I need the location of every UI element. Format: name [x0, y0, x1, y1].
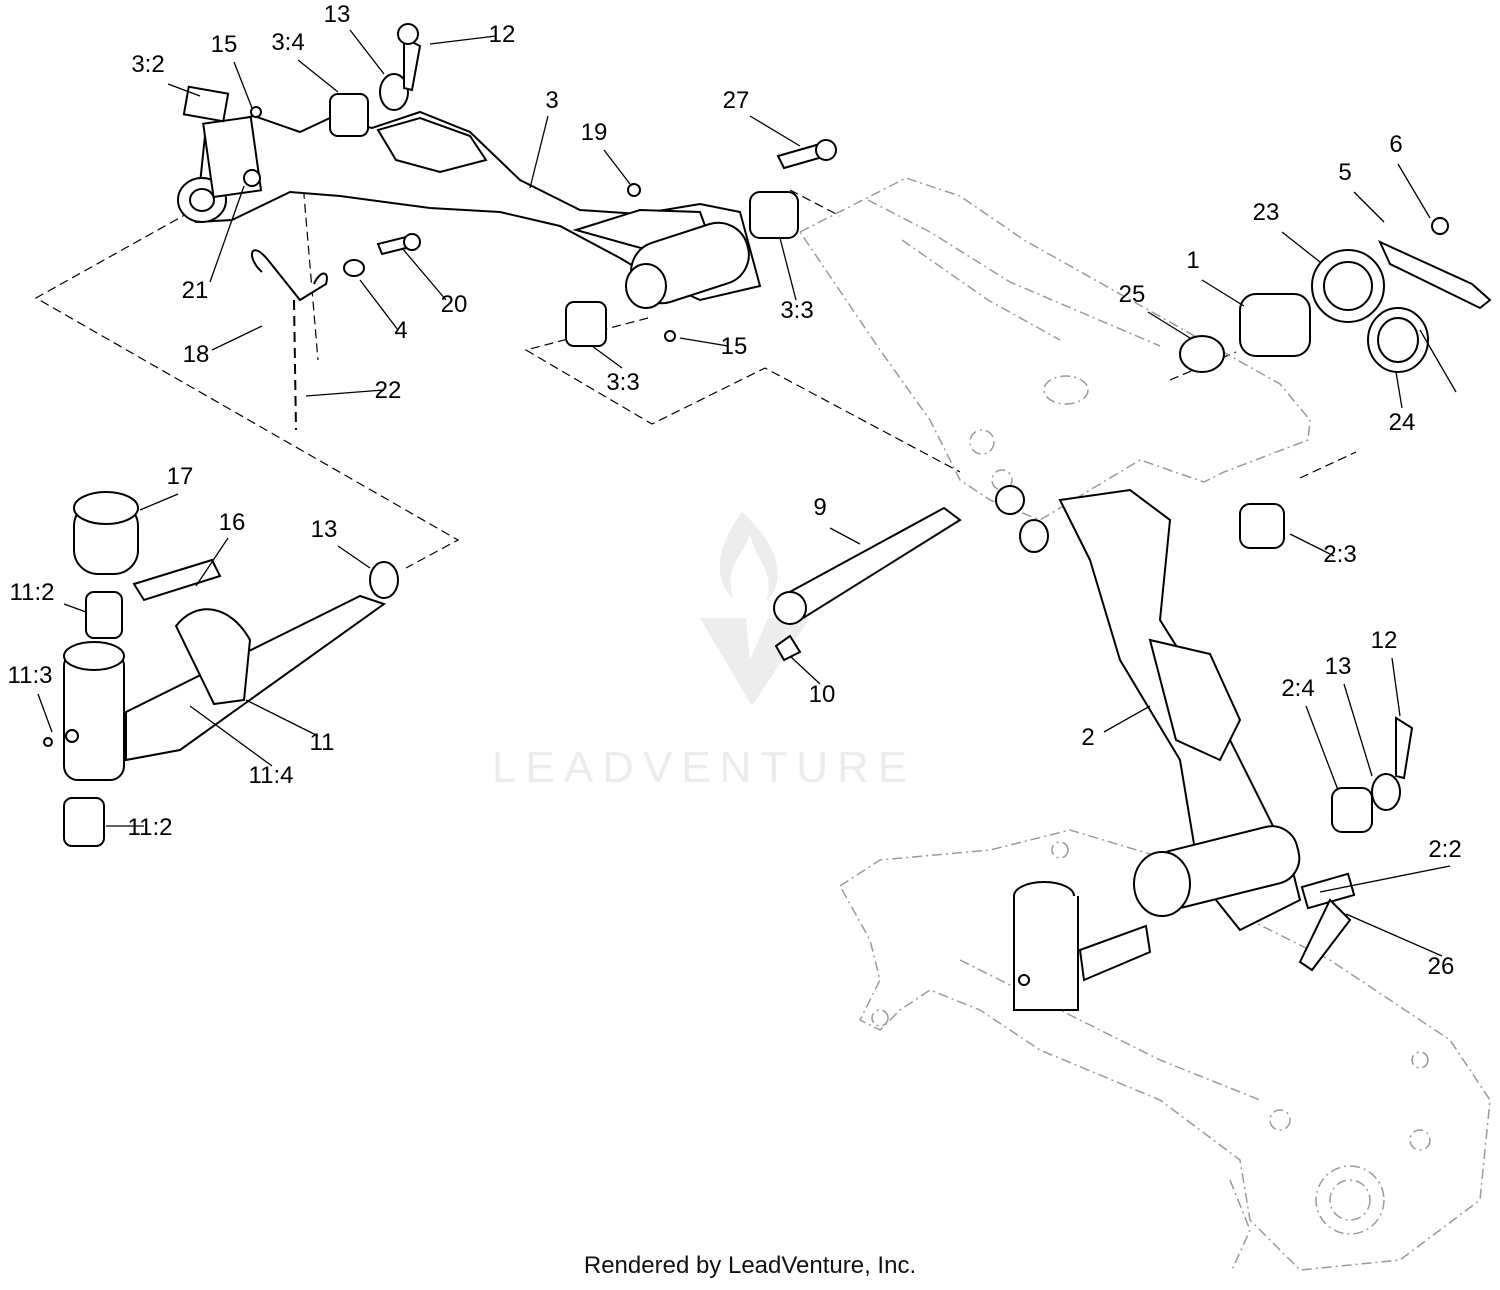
shaft-11-4 — [125, 594, 387, 762]
callout-c-15-b: 15 — [721, 333, 748, 360]
lever-arm-3 — [177, 110, 762, 309]
callout-c-21: 21 — [182, 277, 209, 304]
hook-18 — [250, 249, 328, 302]
callout-c-4: 4 — [394, 317, 407, 344]
callout-c-11: 11 — [310, 729, 335, 756]
plate-5 — [1377, 239, 1492, 310]
bushing-11-2-b — [63, 797, 105, 847]
washer-13-b — [369, 561, 399, 599]
callout-c-3-2: 3:2 — [131, 51, 164, 78]
callout-c-3-3-b: 3:3 — [606, 369, 639, 396]
callout-c-2: 2 — [1081, 724, 1094, 751]
bolt-10 — [774, 634, 802, 662]
callout-c-2-2: 2:2 — [1428, 836, 1461, 863]
watermark-text: LEADVENTURE — [492, 743, 916, 792]
callout-c-9: 9 — [813, 494, 826, 521]
grease-fitting-15-a — [250, 106, 262, 118]
lynch-pin-12-b — [1395, 716, 1414, 780]
washer-13-c — [1371, 773, 1401, 811]
lever-arm-2 — [995, 485, 1414, 972]
callout-c-26: 26 — [1428, 953, 1455, 980]
callout-c-13-b: 13 — [311, 516, 338, 543]
callout-c-17: 17 — [167, 463, 194, 490]
washer-13-a — [379, 73, 409, 111]
callout-c-24: 24 — [1389, 409, 1416, 436]
callout-c-5: 5 — [1338, 159, 1351, 186]
nut-19 — [627, 183, 641, 197]
frame-pivot — [1013, 881, 1152, 1011]
bushing-11-2-a — [85, 591, 123, 639]
leader-lines — [37, 29, 1451, 957]
callout-c-25: 25 — [1119, 281, 1146, 308]
callout-c-19: 19 — [581, 119, 608, 146]
callout-c-13-c: 13 — [1325, 653, 1352, 680]
chain-22 — [293, 299, 297, 431]
callout-c-6: 6 — [1389, 131, 1402, 158]
callout-c-3-4: 3:4 — [271, 29, 304, 56]
callout-c-23: 23 — [1253, 199, 1280, 226]
callout-c-3-3-a: 3:3 — [780, 297, 813, 324]
lynch-pin-12-a — [403, 36, 422, 92]
callout-c-27: 27 — [723, 87, 750, 114]
bushing-3-4 — [329, 93, 369, 137]
watermark: LEADVENTURE — [492, 512, 916, 792]
callout-c-16: 16 — [219, 509, 246, 536]
grease-fitting-11-3 — [43, 737, 53, 747]
callout-c-20: 20 — [441, 291, 468, 318]
bushing-3-3-a — [749, 191, 799, 239]
clip-16 — [132, 558, 222, 602]
callout-c-11-2-a: 11:2 — [10, 579, 55, 606]
callout-c-11-3: 11:3 — [8, 662, 53, 689]
bushing-3-3-b — [565, 301, 607, 347]
callout-c-11-2-b: 11:2 — [128, 814, 173, 841]
footer-credit: Rendered by LeadVenture, Inc. — [583, 1252, 917, 1279]
bolt-6 — [1431, 217, 1449, 235]
bushing-2-4 — [1331, 787, 1373, 833]
bushing-2-3 — [1239, 503, 1285, 549]
bracket-26 — [1298, 898, 1352, 972]
callout-c-2-3: 2:3 — [1323, 541, 1356, 568]
pivot-pin-9 — [773, 506, 962, 662]
callout-c-18: 18 — [183, 341, 210, 368]
washer-25 — [1179, 335, 1225, 373]
callout-c-3: 3 — [545, 87, 558, 114]
callout-c-15-a: 15 — [211, 31, 238, 58]
bushing-1 — [1239, 293, 1311, 357]
callout-c-12-a: 12 — [489, 21, 516, 48]
spring-assembly — [1179, 217, 1492, 393]
washer-4 — [343, 259, 365, 277]
callout-c-12-b: 12 — [1371, 627, 1398, 654]
pivot-assembly-11 — [43, 491, 399, 847]
callout-c-1: 1 — [1186, 247, 1199, 274]
callout-c-22: 22 — [375, 377, 402, 404]
decal-3-2 — [182, 85, 230, 123]
grease-fitting-15-b — [664, 330, 676, 342]
callout-c-13-a: 13 — [324, 1, 351, 28]
upper-hardware — [182, 23, 837, 431]
callout-labels: 3:2 15 3:4 13 12 3 19 27 6 5 23 1 25 21 20 4 18 22 3:3 15 3:… — [8, 1, 1462, 980]
callout-c-10: 10 — [809, 681, 836, 708]
arm-11 — [174, 608, 252, 706]
callout-c-11-4: 11:4 — [249, 762, 294, 789]
callout-c-2-4: 2:4 — [1281, 675, 1314, 702]
